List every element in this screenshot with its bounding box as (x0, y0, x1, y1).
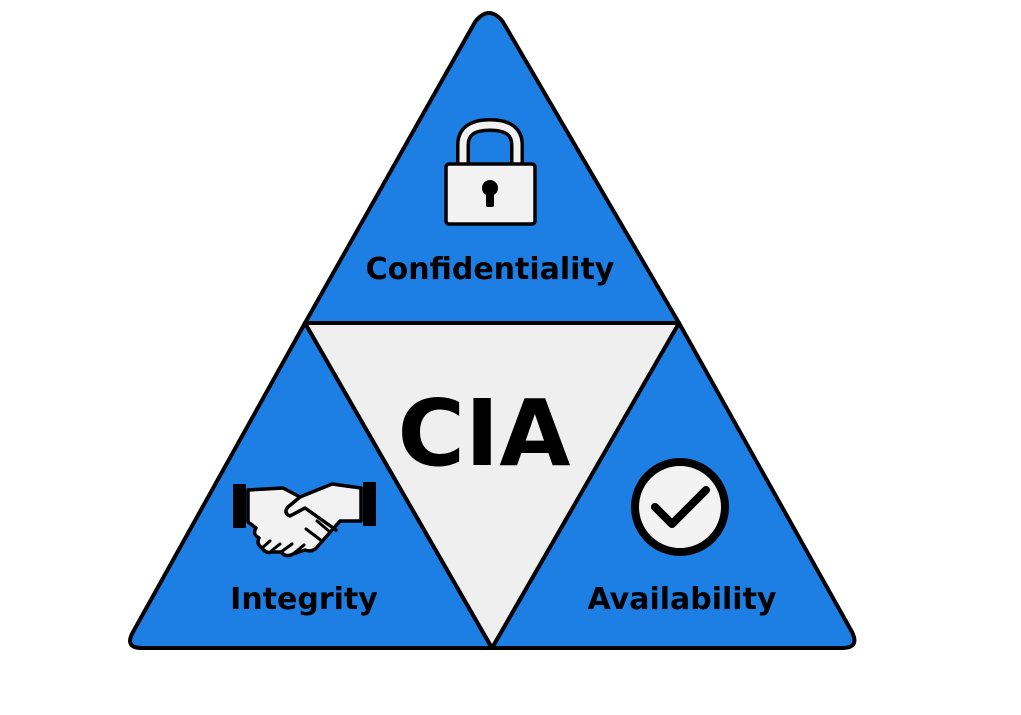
integrity-segment: Integrity (128, 321, 494, 650)
handshake-icon (233, 482, 376, 558)
confidentiality-segment: Confidentiality (303, 11, 681, 325)
cia-center-label: CIA (398, 380, 571, 487)
availability-segment: Availability (490, 321, 857, 650)
integrity-triangle (128, 321, 494, 650)
availability-label: Availability (588, 582, 777, 617)
center-triangle (303, 321, 681, 650)
confidentiality-label: Confidentiality (366, 252, 615, 287)
padlock-icon (444, 117, 537, 226)
check-circle-icon (631, 458, 729, 556)
cia-center-segment: CIA (303, 321, 681, 650)
integrity-label: Integrity (230, 582, 378, 617)
